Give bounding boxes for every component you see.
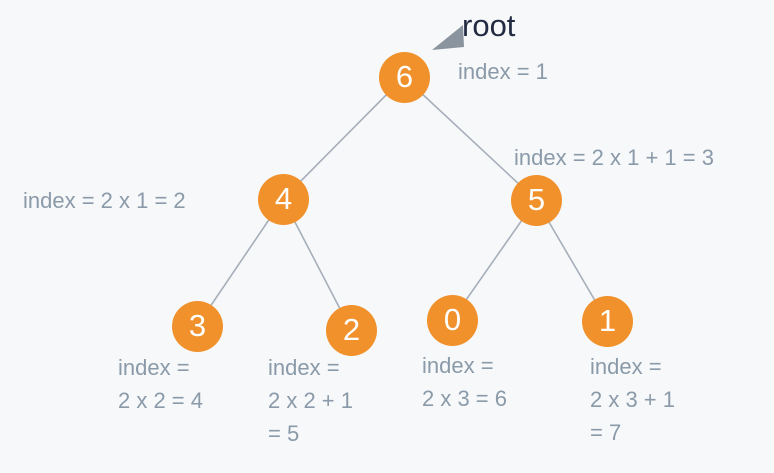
index-annotation-node-1: index = 2 x 3 + 1 = 7 <box>590 354 676 445</box>
root-pointer-label: root <box>462 8 516 43</box>
index-annotation-node-4: index = 2 x 1 = 2 <box>23 188 186 213</box>
index-annotation-node-5: index = 2 x 1 + 1 = 3 <box>514 145 714 170</box>
tree-node-2: 2 <box>326 305 377 356</box>
index-annotation-node-2: index = 2 x 2 + 1 = 5 <box>268 355 354 446</box>
tree-node-6: 6 <box>379 52 430 103</box>
index-annotation-node-0: index = 2 x 3 = 6 <box>422 353 508 411</box>
tree-node-3: 3 <box>172 301 223 352</box>
tree-node-4: 4 <box>258 174 309 225</box>
tree-node-0: 0 <box>427 295 478 346</box>
edge-6-5 <box>403 76 537 201</box>
tree-node-5: 5 <box>511 175 562 226</box>
index-annotation-node-3: index = 2 x 2 = 4 <box>118 355 204 413</box>
root-arrow-icon <box>432 25 464 50</box>
tree-node-1: 1 <box>582 296 633 347</box>
edge-6-4 <box>282 76 405 200</box>
index-annotation-node-6: index = 1 <box>458 59 548 84</box>
